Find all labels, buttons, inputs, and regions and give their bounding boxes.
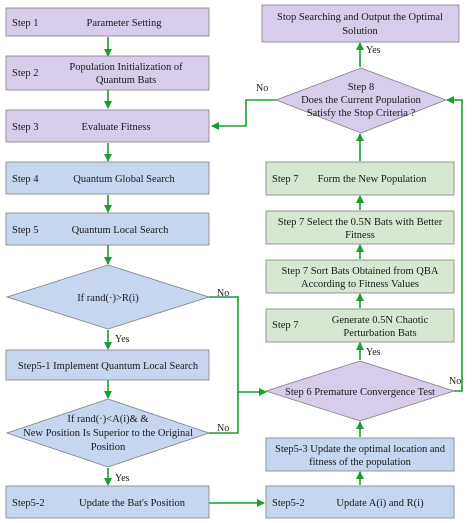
node-step4: Step 4 Quantum Global Search: [5, 161, 210, 195]
step8-line1: Step 8: [348, 82, 375, 93]
decision-step6: Step 6 Premature Convergence Test: [264, 360, 456, 422]
edge-labels: Yes Yes No No Yes Yes No No: [115, 45, 461, 484]
step5-2-text: Update the Bat's Position: [79, 498, 186, 509]
label-yes-step6: Yes: [366, 347, 381, 358]
step7a-label: Step 7: [272, 320, 299, 331]
label-no-decision-r: No: [217, 288, 229, 299]
step7a-line2: Perturbation Bats: [343, 328, 416, 339]
node-step7a: Step 7 Generate 0.5N Chaotic Perturbatio…: [265, 308, 455, 343]
step5-2-label: Step5-2: [12, 498, 45, 509]
step4-text: Quantum Global Search: [73, 174, 175, 185]
node-step2: Step 2 Population Initialization of Quan…: [5, 55, 210, 91]
step7d-label: Step 7: [272, 174, 299, 185]
stop-line2: Solution: [342, 26, 378, 37]
step2-label: Step 2: [12, 68, 39, 79]
step5-label: Step 5: [12, 225, 39, 236]
edge-step8-no: [211, 99, 276, 130]
step5-3-line1: Step5-3 Update the optimal location and: [275, 444, 446, 455]
node-step3: Step 3 Evaluate Fitness: [5, 109, 210, 143]
decision-r-text: If rand(·)>R(i): [77, 293, 139, 304]
step1-text: Parameter Setting: [87, 18, 163, 29]
step3-label: Step 3: [12, 122, 39, 133]
decision-a-line2: New Position Is Superior to the Original: [23, 428, 193, 439]
node-step7d: Step 7 Form the New Population: [265, 161, 455, 196]
step6-text: Step 6 Premature Convergence Test: [285, 387, 435, 398]
step8-line2: Does the Current Population: [301, 95, 422, 106]
decision-rand-a: If rand(·)<A(i)& & New Position Is Super…: [5, 398, 211, 468]
step7a-line1: Generate 0.5N Chaotic: [332, 315, 429, 326]
step7c-line1: Step 7 Select the 0.5N Bats with Better: [278, 217, 443, 228]
node-step7c: Step 7 Select the 0.5N Bats with Better …: [265, 210, 455, 245]
label-no-decision-a: No: [217, 423, 229, 434]
node-step5-3: Step5-3 Update the optimal location and …: [265, 437, 455, 472]
node-step5-1: Step5-1 Implement Quantum Local Search: [5, 349, 210, 381]
decision-rand-r: If rand(·)>R(i): [5, 264, 211, 330]
step1-label: Step 1: [12, 18, 39, 29]
label-yes-step8: Yes: [366, 45, 381, 56]
node-step5-2-left: Step5-2 Update the Bat's Position: [5, 485, 210, 519]
node-step1: Step 1 Parameter Setting: [5, 7, 210, 37]
stop-line1: Stop Searching and Output the Optimal: [277, 12, 443, 23]
label-no-step6: No: [449, 376, 461, 387]
node-step7b: Step 7 Sort Bats Obtained from QBA Accor…: [265, 259, 455, 294]
step7c-line2: Fitness: [345, 230, 375, 241]
edge-decision-r-no: [209, 296, 267, 396]
step8-line3: Satisfy the Stop Criteria ?: [307, 108, 416, 119]
edge-step6-no: [446, 96, 463, 392]
label-yes-decision-r: Yes: [115, 334, 130, 345]
node-stop: Stop Searching and Output the Optimal So…: [261, 4, 460, 43]
node-step5-2-right: Step5-2 Update A(i) and R(i): [265, 485, 455, 519]
step5-2b-label: Step5-2: [272, 498, 305, 509]
step5-2b-text: Update A(i) and R(i): [336, 498, 424, 509]
decision-a-line3: Position: [91, 442, 126, 453]
step7d-text: Form the New Population: [318, 174, 428, 185]
decision-step8: Step 8 Does the Current Population Satis…: [274, 67, 448, 134]
label-yes-decision-a: Yes: [115, 473, 130, 484]
edge-decision-a-no: [209, 392, 239, 434]
step7b-line2: According to Fitness Values: [301, 279, 419, 290]
step4-label: Step 4: [12, 174, 39, 185]
decision-a-line1: If rand(·)<A(i)& &: [67, 414, 148, 425]
step7b-line1: Step 7 Sort Bats Obtained from QBA: [282, 266, 439, 277]
step5-text: Quantum Local Search: [72, 225, 170, 236]
step5-3-line2: fitness of the population: [309, 457, 412, 468]
step2-line2: Quantum Bats: [96, 75, 156, 86]
node-step5: Step 5 Quantum Local Search: [5, 212, 210, 246]
step3-text: Evaluate Fitness: [81, 122, 150, 133]
step5-1-text: Step5-1 Implement Quantum Local Search: [18, 361, 199, 372]
step2-line1: Population Initialization of: [69, 62, 183, 73]
edges: [104, 37, 463, 507]
label-no-step8: No: [256, 83, 268, 94]
